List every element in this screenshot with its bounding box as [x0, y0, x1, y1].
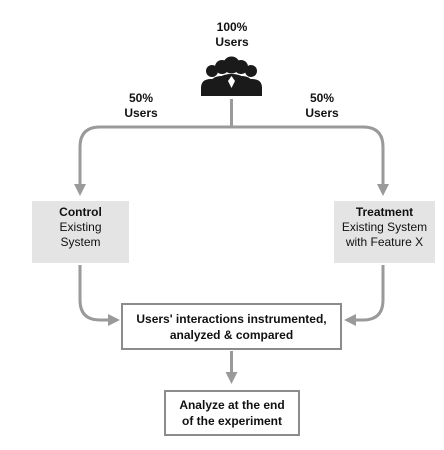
control-box: Control Existing System — [32, 201, 129, 263]
control-to-instrument-line — [78, 265, 120, 326]
connector-lines — [74, 99, 389, 384]
treatment-box: Treatment Existing System with Feature X — [334, 201, 435, 263]
analyze-box: Analyze at the end of the experiment — [164, 390, 300, 436]
treatment-line2: with Feature X — [345, 235, 424, 249]
instrument-line2: analyzed & compared — [169, 327, 294, 342]
treatment-split-percent: 50% — [309, 91, 335, 105]
control-title: Control — [59, 205, 102, 219]
control-line1: Existing — [59, 220, 102, 234]
treatment-split-text: Users — [305, 106, 339, 120]
analyze-line2: of the experiment — [181, 414, 283, 428]
treatment-line1: Existing System — [341, 220, 428, 234]
treatment-split-label: 50% Users — [289, 91, 355, 121]
control-split-percent: 50% — [128, 91, 154, 105]
instrument-line1: Users' interactions instrumented, — [136, 311, 327, 326]
control-line2: System — [60, 235, 101, 249]
control-split-label: 50% Users — [108, 91, 174, 121]
treatment-title: Treatment — [355, 205, 414, 219]
analyze-line1: Analyze at the end — [179, 398, 285, 412]
treatment-branch-line — [231, 125, 389, 196]
control-split-text: Users — [124, 106, 158, 120]
users-group-icon — [201, 56, 262, 96]
instrument-box: Users' interactions instrumented, analyz… — [121, 303, 342, 350]
control-branch-line — [74, 125, 232, 196]
treatment-to-instrument-line — [344, 265, 385, 326]
total-users-percent: 100% — [216, 20, 248, 34]
total-users-text: Users — [215, 35, 249, 49]
total-users-label: 100% Users — [196, 20, 268, 50]
